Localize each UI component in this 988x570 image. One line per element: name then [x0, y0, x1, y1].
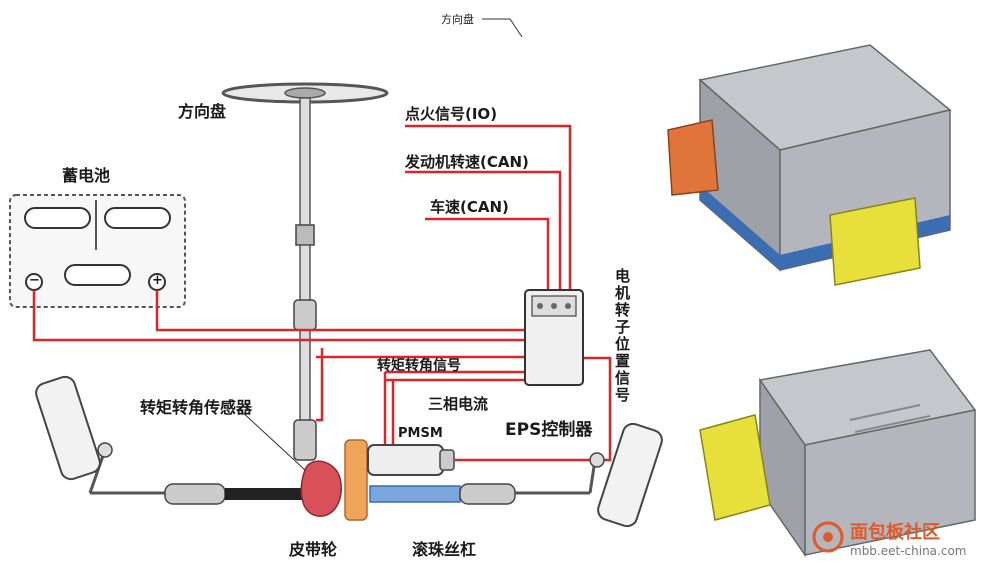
motor-rotor-label: 电机转子位置信号	[613, 268, 631, 404]
steering-rack	[90, 483, 590, 505]
right-wheel	[588, 422, 663, 528]
battery	[9, 194, 186, 308]
pmsm-motor	[367, 444, 455, 476]
watermark-title: 面包板社区	[850, 522, 940, 543]
steering-column	[293, 97, 317, 461]
top-label-pointer	[482, 18, 523, 38]
belt-pulley-label: 皮带轮	[289, 540, 338, 559]
ignition-label: 点火信号(IO)	[405, 105, 498, 123]
ecu-illustration-top	[667, 44, 952, 286]
torque-sensor-body	[300, 460, 342, 517]
top-small-label: 方向盘	[441, 13, 474, 26]
signal-wires	[32, 124, 612, 462]
steering-wheel-label: 方向盘	[178, 102, 227, 121]
vehicle-speed-label: 车速(CAN)	[430, 198, 509, 216]
torque-sensor-pointer	[239, 409, 306, 471]
watermark-url: mbb.eet-china.com	[850, 544, 967, 558]
left-wheel	[35, 375, 113, 494]
belt-pulley	[344, 439, 368, 521]
watermark-logo	[812, 521, 844, 553]
ecu-illustration-bottom	[699, 349, 977, 558]
torque-sensor-label: 转矩转角传感器	[140, 398, 253, 417]
eps-controller-label: EPS控制器	[505, 420, 593, 440]
battery-plus-sign: +	[152, 273, 163, 288]
battery-minus-sign: −	[29, 273, 40, 288]
pmsm-label: PMSM	[398, 426, 443, 441]
battery-label: 蓄电池	[62, 166, 111, 185]
steering-wheel	[221, 82, 389, 104]
eps-ecu-module	[524, 289, 584, 386]
torque-signal-label: 转矩转角信号	[377, 358, 461, 374]
engine-speed-label: 发动机转速(CAN)	[405, 153, 529, 171]
three-phase-label: 三相电流	[428, 395, 489, 413]
ball-screw-label: 滚珠丝杠	[412, 540, 477, 559]
